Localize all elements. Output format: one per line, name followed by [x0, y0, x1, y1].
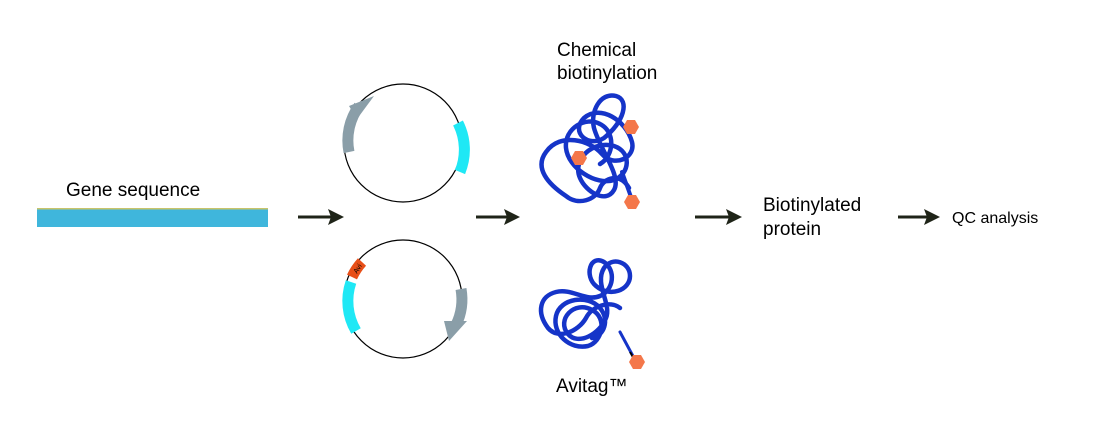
plasmid-avitag: Avi [342, 239, 468, 359]
avi-tag-text: Avi [353, 263, 364, 275]
flow-arrow-3 [695, 209, 742, 225]
chemical-biotinylation-label: Chemical biotinylation [557, 40, 657, 84]
gene-sequence-bar-edge [37, 208, 268, 210]
avi-tag-segment [347, 258, 367, 280]
flow-arrow-1 [298, 209, 344, 225]
protein-chemical [539, 93, 640, 209]
protein-chain-1 [539, 93, 635, 204]
gene-sequence-bar [37, 208, 268, 227]
plasmid-backbone-2 [343, 239, 463, 359]
protein-tail-1 [620, 170, 633, 199]
promoter-arrow-1 [342, 96, 374, 154]
gene-sequence-label: Gene sequence [66, 180, 200, 201]
insert-gene-segment-2 [342, 280, 361, 334]
biotin-hexagon-avitag [629, 355, 645, 369]
promoter-arrow-2 [444, 288, 468, 341]
flow-arrow-4 [898, 209, 940, 225]
biotin-hexagon-3 [624, 195, 640, 209]
biotin-hexagon-1 [623, 120, 639, 134]
insert-gene-segment-1 [452, 120, 470, 175]
protein-chain-2 [538, 258, 633, 349]
flow-arrow-2 [476, 209, 520, 225]
protein-avitag [538, 258, 645, 369]
avitag-label: Avitag™ [556, 376, 627, 397]
biotinylated-protein-label: Biotinylated protein [763, 195, 867, 240]
biotin-hexagon-2 [571, 151, 587, 165]
plasmid-chemical [342, 83, 470, 203]
qc-analysis-label: QC analysis [952, 210, 1038, 227]
